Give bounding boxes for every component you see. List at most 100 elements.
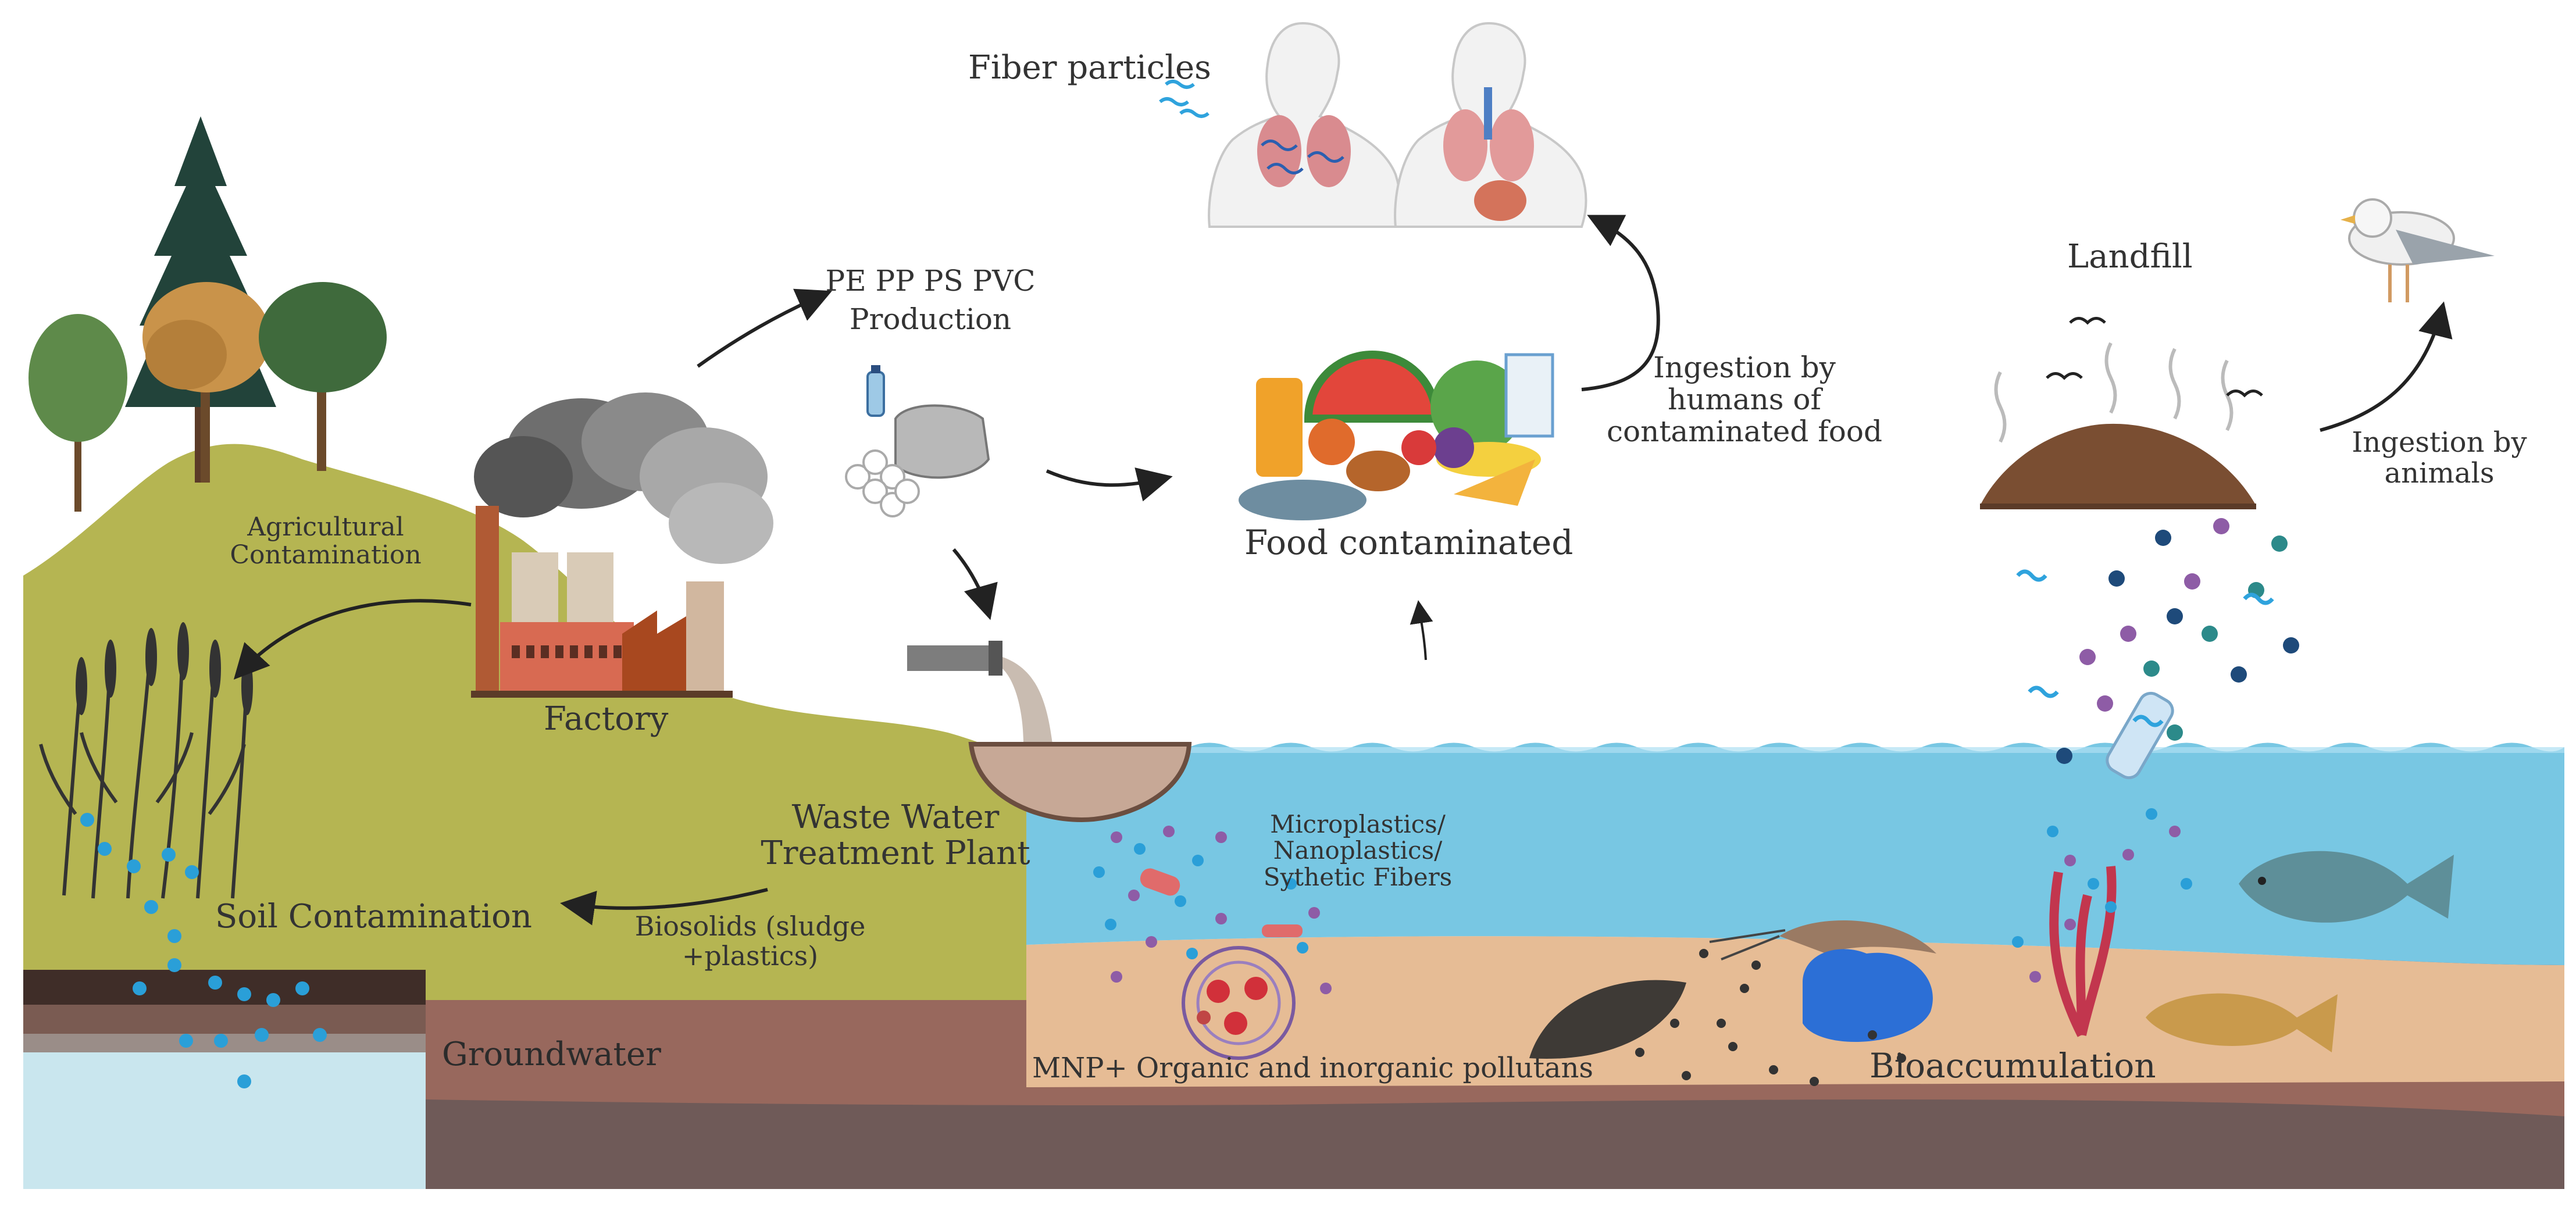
water-surface (1026, 742, 2564, 965)
water-particle (1128, 890, 1140, 901)
fish-food (1239, 480, 1367, 520)
sediment-particle (1769, 1065, 1778, 1074)
label-biosolids-line1: Biosolids (sludge (634, 910, 866, 942)
soil-particle (127, 859, 141, 873)
label-micro-line3: Sythetic Fibers (1263, 862, 1453, 891)
label-ingestion-humans-line3: contaminated food (1607, 415, 1882, 448)
crop-heads (76, 622, 253, 715)
airborne-fibers (1159, 80, 1209, 118)
soil-particle (266, 993, 280, 1007)
leachate-particle (2120, 626, 2136, 642)
soil-particle (295, 981, 309, 995)
label-production-line2: Production (849, 302, 1012, 336)
hill (23, 444, 1026, 1000)
water-particle (2029, 971, 2041, 983)
leachate-particle (2079, 649, 2096, 665)
water-particle (1308, 907, 1320, 919)
smoke-cloud-4 (669, 483, 773, 564)
label-wwtp-line1: Waste Water (791, 798, 1000, 836)
leachate-particle (2231, 666, 2247, 683)
arrow-to-production (697, 288, 832, 368)
watermelon (1304, 351, 1441, 423)
human-1 (1208, 22, 1401, 228)
plastic-bead (845, 464, 870, 490)
label-micro-line2: Nanoplastics/ (1273, 836, 1443, 865)
factory-building (500, 622, 634, 692)
water-particle (2122, 849, 2134, 860)
soil-particle (167, 958, 181, 972)
label-food-contaminated: Food contaminated (1244, 523, 1574, 562)
soil-particle (208, 976, 222, 990)
soil-particle (133, 981, 147, 995)
water-particle (1146, 936, 1157, 948)
arrow-food-to-humans (1581, 215, 1660, 391)
topsoil-strip (23, 970, 426, 1005)
soil-particle (237, 1074, 251, 1088)
label-biosolids: Biosolids (sludge +plastics) (616, 912, 884, 970)
water-particle (1192, 855, 1204, 866)
water-particle (2064, 919, 2076, 930)
pizza-slice (1454, 459, 1535, 506)
soil-particle (214, 1034, 228, 1048)
water-particle (1093, 866, 1105, 878)
label-factory: Factory (544, 700, 669, 738)
flies (2046, 317, 2263, 398)
soil-particle (80, 813, 94, 827)
sediment-particle (1897, 1054, 1906, 1063)
fish-swimming (2239, 851, 2454, 923)
particle-layer (80, 518, 2299, 1088)
groundwater-strata (23, 970, 426, 1189)
label-ingestion-humans-line1: Ingestion by (1653, 351, 1836, 384)
lung-left-1 (1257, 115, 1301, 187)
leachate-fiber (2132, 715, 2164, 727)
plastic-bag (894, 404, 990, 479)
soil-particle (179, 1034, 193, 1048)
water-particle (1163, 826, 1175, 837)
small-tree-crown (28, 314, 127, 442)
sediment-particle (1728, 1042, 1737, 1051)
burger (1346, 451, 1410, 491)
label-landfill: Landfill (2067, 238, 2193, 276)
label-ingestion-animals-line1: Ingestion by (2352, 426, 2527, 459)
label-agricultural-contamination: Agricultural Contamination (204, 513, 448, 570)
label-microplastics: Microplastics/ Nanoplastics/ Sythetic Fi… (1253, 811, 1462, 890)
leachate-particle (2056, 748, 2072, 764)
factory-sawtooth-roof (622, 610, 686, 692)
water-particle (1320, 983, 1332, 994)
soil-particle (255, 1028, 269, 1042)
shrimp (1779, 920, 1936, 954)
wwtp-illustration (907, 641, 1192, 823)
label-soil-contamination: Soil Contamination (215, 898, 532, 936)
label-ingestion-animals-line2: animals (2384, 456, 2495, 490)
label-groundwater: Groundwater (442, 1036, 661, 1073)
cooling-tower-2 (567, 552, 613, 628)
water-particle (1111, 831, 1122, 843)
arrow-factory-to-soil (233, 599, 472, 680)
sediment-particle (1717, 1019, 1726, 1028)
label-production: PE PP PS PVC Production (814, 264, 1047, 336)
soil-particle (144, 900, 158, 914)
effluent-stream (1002, 657, 1052, 744)
label-fiber-particles: Fiber particles (968, 49, 1211, 87)
chimney-1 (476, 506, 499, 692)
label-agricultural-line2: Contamination (230, 540, 422, 570)
arrow-production-to-pipe (952, 548, 998, 620)
sediment-particle (1635, 1048, 1644, 1057)
leachate-particle (2167, 724, 2183, 741)
label-ingestion-humans: Ingestion by humans of contaminated food (1582, 352, 1907, 448)
sediment-particle (1751, 961, 1761, 970)
outfall-pipe (907, 645, 1000, 671)
floating-bottle (2106, 691, 2174, 780)
stench-lines (1994, 342, 2234, 443)
arrow-production-to-food (1046, 467, 1173, 502)
water-particle (1111, 971, 1122, 983)
seaweed (2049, 866, 2117, 1037)
water-particle (1134, 843, 1146, 855)
sponge-blue (1803, 949, 1933, 1042)
sediment-particle (1740, 984, 1749, 993)
grapes (1433, 427, 1474, 468)
label-micro-line1: Microplastics/ (1270, 810, 1446, 838)
water-particle (2169, 826, 2181, 837)
